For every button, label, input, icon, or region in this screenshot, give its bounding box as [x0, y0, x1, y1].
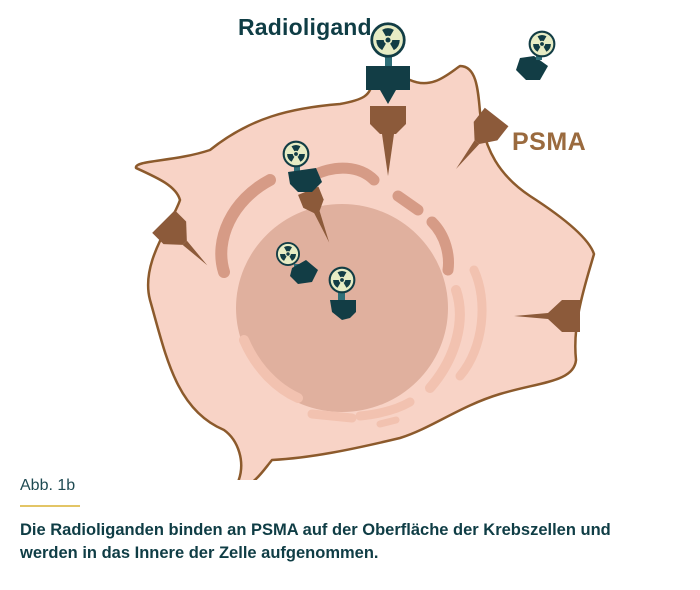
radioligand-free [516, 30, 556, 80]
psma-receptor-left [152, 210, 208, 266]
cell-organelles [215, 162, 487, 428]
cell-diagram [134, 22, 596, 480]
psma-receptor-right [514, 300, 580, 332]
psma-receptor-bound-top [370, 106, 406, 176]
radioligand-bound-top [366, 22, 410, 104]
radioligand-internalizing [282, 140, 322, 192]
psma-label: PSMA [512, 128, 587, 156]
radioligand-internalized-1 [276, 242, 318, 284]
psma-receptor-top-right [455, 107, 509, 169]
radioligand-label: Radioligand [238, 14, 372, 40]
radioligand-internalized-2 [328, 266, 356, 320]
figure-caption: Die Radioliganden binden an PSMA auf der… [20, 521, 611, 562]
figure-label: Abb. 1b [20, 477, 76, 494]
figure-label-underline [20, 505, 80, 507]
psma-receptor-internalizing [298, 186, 330, 243]
